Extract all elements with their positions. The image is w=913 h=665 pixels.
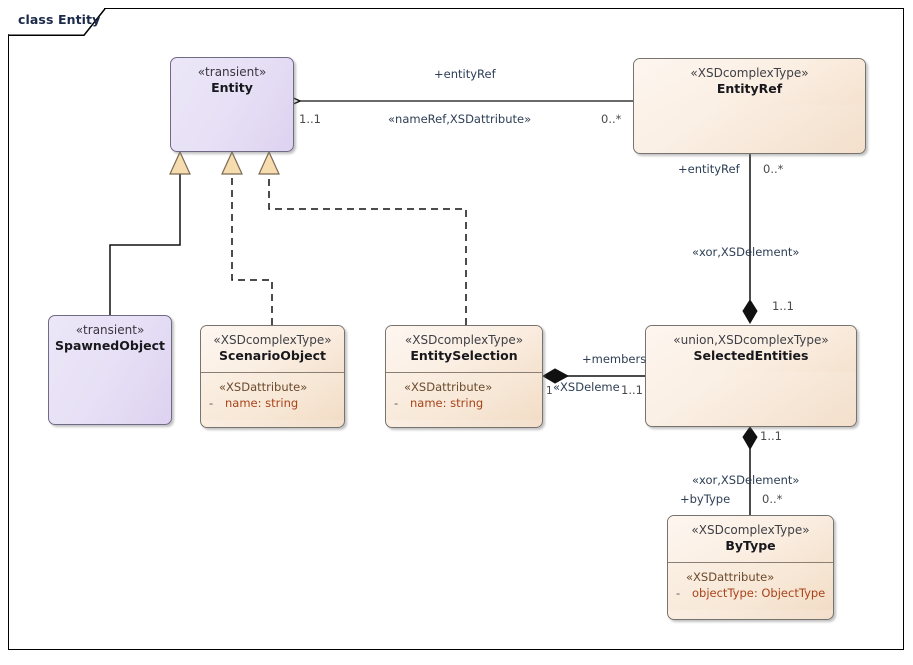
bytype-attribute-text: objectType: ObjectType [692, 586, 826, 600]
entityselection-attr-stereotype: «XSDattribute» [404, 380, 493, 394]
class-node-spawnedobject[interactable]: «transient» SpawnedObject [48, 315, 172, 425]
label-members-role: +members [582, 352, 647, 366]
spawnedobject-classname: SpawnedObject [55, 338, 165, 353]
bytype-attr-stereotype: «XSDattribute» [686, 570, 775, 584]
bytype-classname: ByType [725, 538, 776, 553]
bytype-attribute-visibility: - [676, 586, 681, 600]
class-node-entity[interactable]: «transient» Entity [170, 57, 294, 152]
diagram-tab-shape [8, 8, 106, 36]
spawnedobject-stereotype: «transient» [75, 323, 145, 337]
scenarioobject-classname: ScenarioObject [219, 348, 326, 363]
bytype-attribute-row: -objectType: ObjectType [674, 585, 827, 602]
entityref-stereotype: «XSDcomplexType» [690, 66, 809, 80]
scenarioobject-stereotype: «XSDcomplexType» [213, 333, 332, 347]
selectedentities-stereotype: «union,XSDcomplexType» [673, 333, 829, 347]
label-entityref-entity-stereotype: «nameRef,XSDattribute» [388, 112, 532, 126]
diagram-tab-label: class Entity [18, 12, 101, 27]
entity-classname: Entity [211, 80, 253, 95]
label-entityref-entity-source-mult: 0..* [601, 112, 622, 126]
entityselection-attribute-text: name: string [410, 396, 484, 410]
entityselection-stereotype: «XSDcomplexType» [404, 333, 524, 347]
class-node-entityref[interactable]: «XSDcomplexType» EntityRef [633, 58, 866, 154]
label-entityref-selectedentities-role: +entityRef [678, 162, 740, 176]
class-node-entityselection[interactable]: «XSDcomplexType» EntitySelection «XSDatt… [385, 325, 543, 428]
label-entityref-entity-target-mult: 1..1 [299, 112, 321, 126]
spawnedobject-name-compartment: «transient» SpawnedObject [49, 316, 171, 362]
scenarioobject-attribute-text: name: string [225, 396, 299, 410]
entityselection-attribute-visibility: - [394, 396, 399, 410]
bytype-name-compartment: «XSDcomplexType» ByType [668, 516, 833, 562]
label-members-stereotype: «XSDeleme [553, 380, 620, 394]
entityref-classname: EntityRef [716, 81, 783, 96]
label-bytype-stereotype: «xor,XSDelement» [692, 473, 800, 487]
class-node-scenarioobject[interactable]: «XSDcomplexType» ScenarioObject «XSDattr… [200, 325, 345, 428]
entityselection-classname: EntitySelection [410, 348, 518, 363]
class-node-selectedentities[interactable]: «union,XSDcomplexType» SelectedEntities [645, 325, 857, 427]
entityref-name-compartment: «XSDcomplexType» EntityRef [634, 59, 865, 105]
scenarioobject-attr-stereotype: «XSDattribute» [219, 380, 308, 394]
entityselection-attribute-row: -name: string [392, 395, 536, 412]
label-entityref-selectedentities-target-mult: 1..1 [772, 299, 794, 313]
label-bytype-source-mult: 1..1 [760, 429, 782, 443]
selectedentities-classname: SelectedEntities [693, 348, 809, 363]
selectedentities-name-compartment: «union,XSDcomplexType» SelectedEntities [646, 326, 856, 372]
bytype-attr-compartment: «XSDattribute» -objectType: ObjectType [668, 562, 833, 610]
diagram-tab: class Entity [8, 8, 106, 36]
scenarioobject-attr-compartment: «XSDattribute» -name: string [201, 372, 344, 420]
entityselection-attr-compartment: «XSDattribute» -name: string [386, 372, 542, 420]
entity-name-compartment: «transient» Entity [171, 58, 293, 104]
label-members-source-mult: 1 [546, 385, 553, 397]
entity-stereotype: «transient» [197, 65, 267, 79]
label-bytype-role: +byType [680, 492, 731, 506]
diagram-frame [8, 8, 904, 650]
scenarioobject-attribute-row: -name: string [207, 395, 338, 412]
label-entityref-selectedentities-stereotype: «xor,XSDelement» [692, 245, 800, 259]
label-entityref-entity-role: +entityRef [434, 67, 496, 81]
label-entityref-selectedentities-source-mult: 0..* [763, 162, 784, 176]
scenarioobject-name-compartment: «XSDcomplexType» ScenarioObject [201, 326, 344, 372]
bytype-stereotype: «XSDcomplexType» [691, 523, 810, 537]
class-node-bytype[interactable]: «XSDcomplexType» ByType «XSDattribute» -… [667, 515, 834, 620]
scenarioobject-attribute-visibility: - [209, 396, 214, 410]
label-members-target-mult: 1..1 [621, 383, 643, 397]
entityselection-name-compartment: «XSDcomplexType» EntitySelection [386, 326, 542, 372]
label-bytype-target-mult: 0..* [762, 492, 783, 506]
